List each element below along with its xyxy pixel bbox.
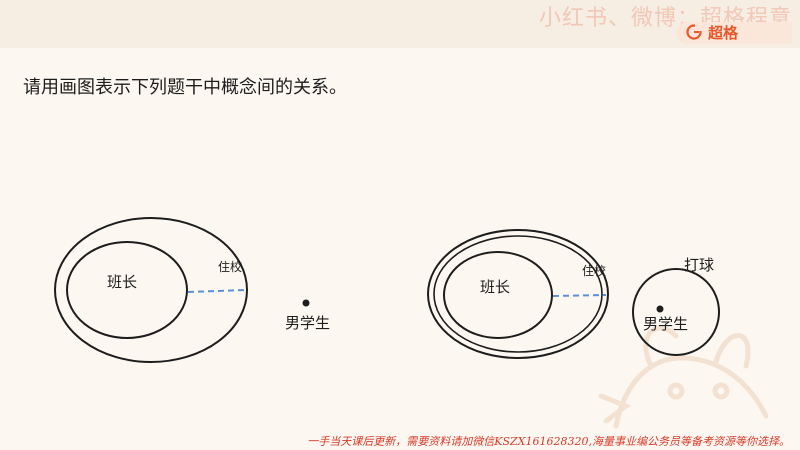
- left-diagram: 班长 住校 男学生: [54, 217, 330, 363]
- right-point: [656, 305, 664, 313]
- brand-name: 超格: [708, 24, 739, 42]
- mascot-watermark: [598, 325, 769, 429]
- left-inner-label: 班长: [107, 273, 137, 291]
- left-point-label: 男学生: [285, 314, 330, 332]
- footer-note: 一手当天课后更新，需要资料请加微信KSZX161628320,海量事业编公务员等…: [307, 435, 790, 448]
- left-inner-ellipse: [66, 241, 188, 339]
- question-text: 请用画图表示下列题干中概念间的关系。: [23, 77, 347, 98]
- left-point: [302, 299, 310, 307]
- right-outer-ellipse-inner-stroke: [433, 235, 603, 353]
- right-outer-ellipse: [427, 229, 609, 359]
- left-dashed-line: [187, 289, 247, 293]
- right-inner-label: 班长: [480, 278, 510, 296]
- right-point-label: 男学生: [643, 315, 688, 333]
- right-diagram: 班长 住校 打球 男学生: [427, 229, 720, 359]
- right-circle: [632, 268, 720, 356]
- brand-logo-icon: [686, 24, 702, 40]
- right-outer-label: 住校: [582, 263, 606, 278]
- right-inner-ellipse: [443, 251, 553, 339]
- brand-badge: [676, 22, 792, 44]
- left-outer-ellipse: [54, 217, 248, 363]
- left-outer-label: 住校: [218, 259, 242, 274]
- right-dashed-line: [552, 294, 607, 297]
- right-circle-label: 打球: [684, 256, 714, 274]
- header-band: [0, 0, 800, 48]
